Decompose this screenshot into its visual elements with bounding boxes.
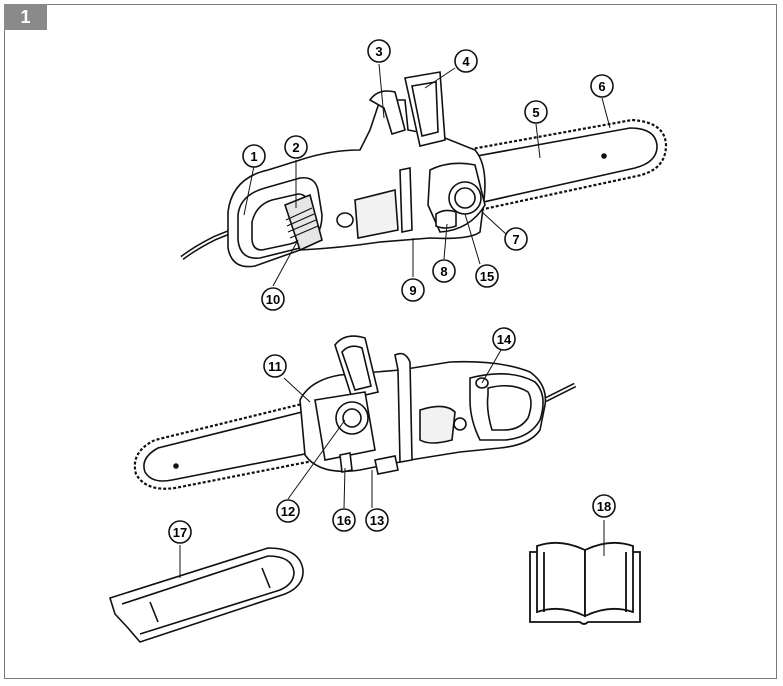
callout-3: 3 [367, 39, 391, 63]
callout-circle [365, 508, 389, 532]
callout-number: 3 [375, 44, 382, 59]
callout-13: 13 [365, 508, 389, 532]
callout-number: 10 [266, 292, 280, 307]
callout-circle [401, 278, 425, 302]
chainsaw-bottom-view [133, 335, 577, 490]
callout-10: 10 [261, 287, 285, 311]
callout-number: 5 [532, 105, 539, 120]
callout-number: 2 [292, 140, 299, 155]
callout-number: 15 [480, 269, 494, 284]
callout-18: 18 [592, 494, 616, 518]
callout-9: 9 [401, 278, 425, 302]
callout-number: 9 [409, 283, 416, 298]
callout-circle [475, 264, 499, 288]
callout-circle [276, 499, 300, 523]
callout-circle [592, 494, 616, 518]
callout-circle [367, 39, 391, 63]
callout-circle [332, 508, 356, 532]
callout-number: 16 [337, 513, 351, 528]
callout-2: 2 [284, 135, 308, 159]
callout-11: 11 [263, 354, 287, 378]
callout-number: 4 [462, 54, 470, 69]
callout-circle [261, 287, 285, 311]
callout-circle [590, 74, 614, 98]
chainsaw-top-view [180, 71, 668, 268]
callout-15: 15 [475, 264, 499, 288]
callout-circle [242, 144, 266, 168]
callout-12: 12 [276, 499, 300, 523]
callout-7: 7 [504, 227, 528, 251]
callout-16: 16 [332, 508, 356, 532]
callout-number: 12 [281, 504, 295, 519]
instruction-manual-icon [529, 541, 641, 625]
callout-number: 13 [370, 513, 384, 528]
chain-guard [108, 547, 304, 643]
callout-circle [432, 259, 456, 283]
callout-8: 8 [432, 259, 456, 283]
figure-number-tab: 1 [4, 4, 47, 30]
callout-circle [263, 354, 287, 378]
callout-number: 1 [250, 149, 257, 164]
callout-5: 5 [524, 100, 548, 124]
callout-number: 7 [512, 232, 519, 247]
callout-6: 6 [590, 74, 614, 98]
callout-number: 6 [598, 79, 605, 94]
callout-circle [504, 227, 528, 251]
figure-frame [4, 4, 777, 679]
callout-number: 14 [497, 332, 512, 347]
callout-number: 17 [173, 525, 187, 540]
callout-number: 8 [440, 264, 447, 279]
callout-circle [454, 49, 478, 73]
callout-circle [284, 135, 308, 159]
callout-17: 17 [168, 520, 192, 544]
callout-number: 11 [268, 359, 282, 374]
callout-circle [168, 520, 192, 544]
callout-circle [492, 327, 516, 351]
callout-4: 4 [454, 49, 478, 73]
callout-14: 14 [492, 327, 516, 351]
callout-circle [524, 100, 548, 124]
callout-1: 1 [242, 144, 266, 168]
callout-number: 18 [597, 499, 611, 514]
leader-lines [179, 63, 611, 578]
